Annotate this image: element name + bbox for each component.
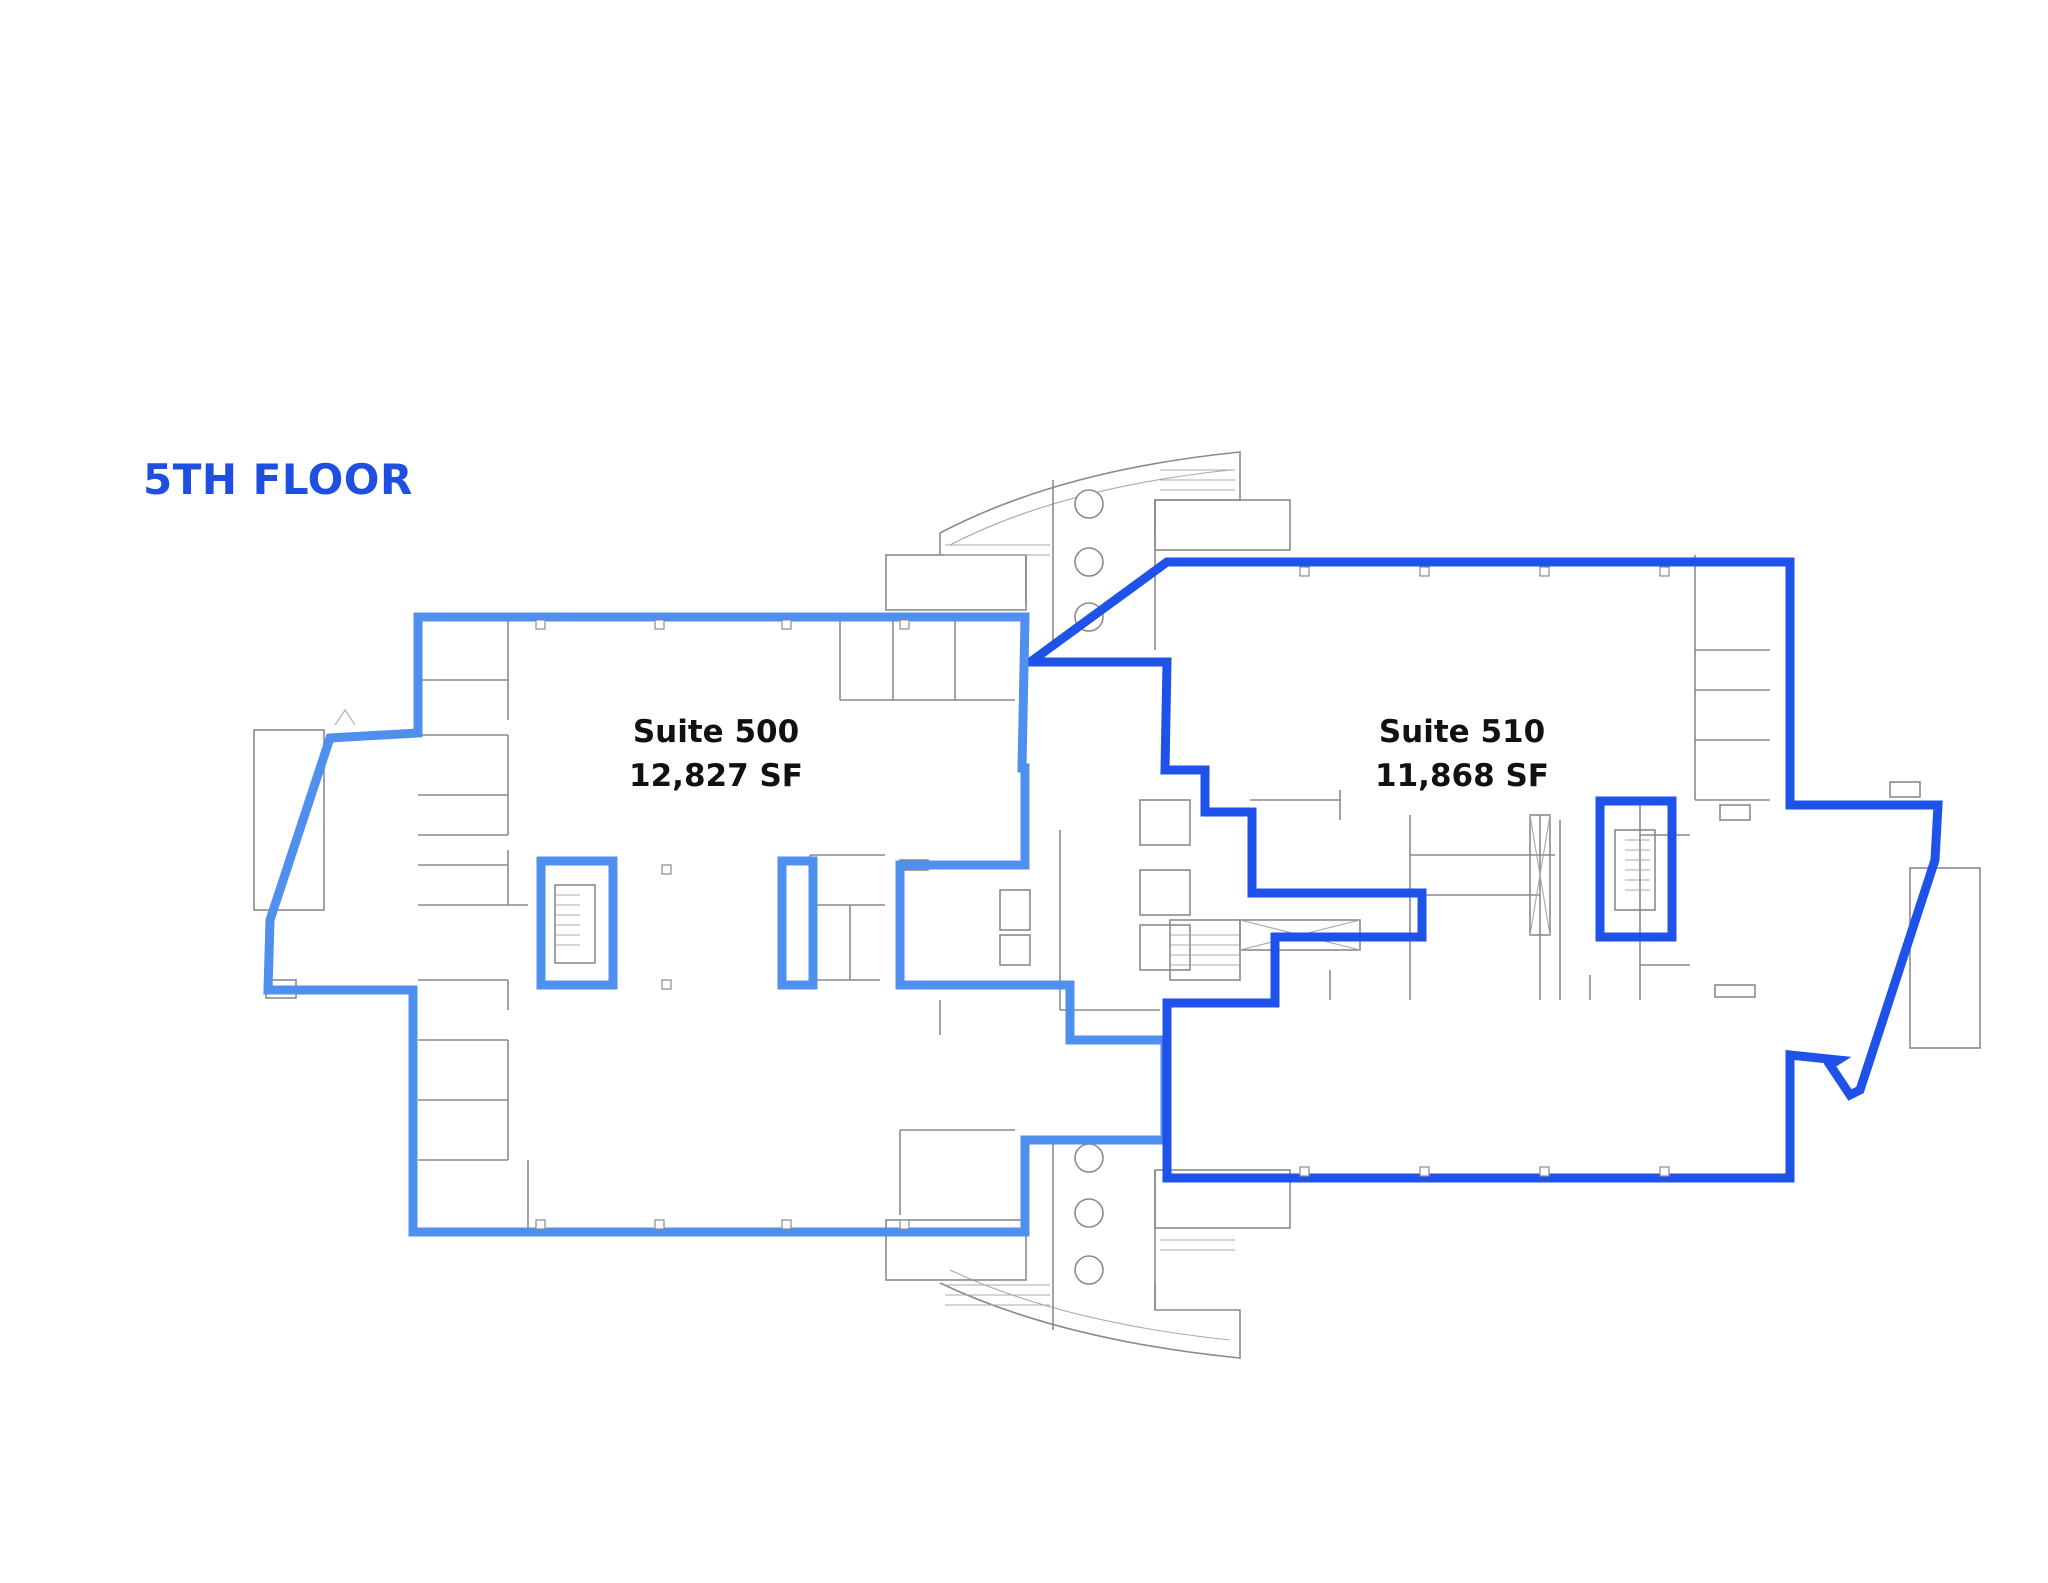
suite-500-area: 12,827 SF — [629, 758, 803, 794]
suite-500-label[interactable]: Suite 500 12,827 SF — [586, 710, 846, 798]
suite-500-stair — [536, 856, 618, 990]
suite-510-stair — [1595, 796, 1677, 942]
perimeter-markers — [535, 566, 1670, 1230]
suite-510-name: Suite 510 — [1378, 714, 1546, 750]
top-louvers — [945, 469, 1235, 556]
suite-510-label[interactable]: Suite 510 11,868 SF — [1332, 710, 1592, 798]
suite-500-name: Suite 500 — [632, 714, 800, 750]
building-walls — [253, 451, 1981, 1359]
suite-500-shaft — [777, 856, 818, 990]
bottom-louvers — [945, 1239, 1235, 1306]
suite-510-outline[interactable] — [1028, 557, 1943, 1183]
core-interior — [899, 799, 1361, 1011]
floor-title: 5TH FLOOR — [143, 455, 413, 504]
suite-510-area: 11,868 SF — [1375, 758, 1549, 794]
